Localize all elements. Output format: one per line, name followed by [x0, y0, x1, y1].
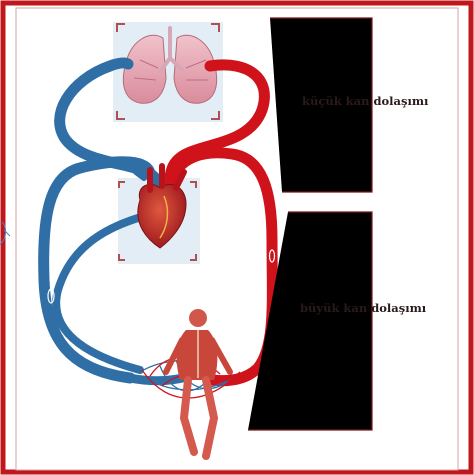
pulmonary-circulation-label: küçük kan dolaşımı — [302, 94, 428, 108]
systemic-circulation-label: büyük kan dolaşımı — [300, 301, 426, 315]
outer-frame — [3, 3, 471, 472]
